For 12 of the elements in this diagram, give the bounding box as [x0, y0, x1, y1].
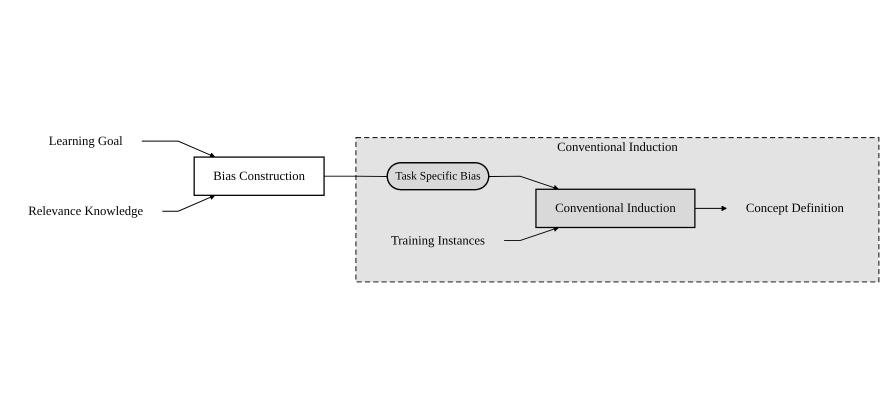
arrow: [141, 140, 216, 158]
connector: [324, 176, 388, 177]
arrow: [504, 226, 559, 242]
arrow: [162, 194, 216, 212]
arrow: [694, 206, 727, 212]
node-box: Conventional Induction: [535, 188, 696, 228]
node-box: Bias Construction: [194, 156, 325, 196]
arrow: [488, 176, 559, 190]
node-text: Learning Goal: [48, 134, 123, 148]
node-text: Relevance Knowledge: [28, 204, 144, 218]
node-text: Concept Definition: [746, 201, 844, 216]
node-text: Training Instances: [390, 234, 485, 248]
